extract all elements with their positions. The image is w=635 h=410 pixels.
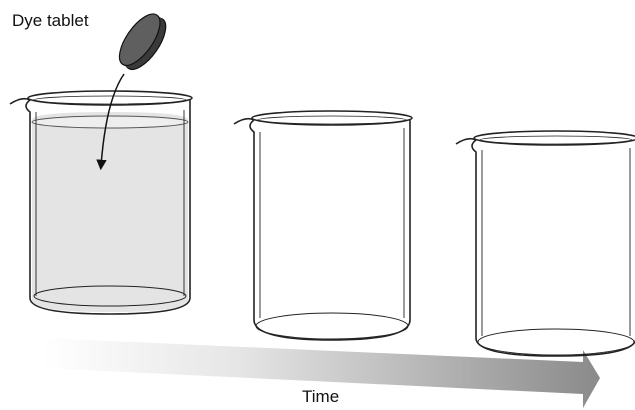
beaker-1-base bbox=[33, 285, 187, 307]
beaker-1-liquid bbox=[32, 112, 188, 312]
beaker-3-body bbox=[455, 137, 635, 357]
beaker-2 bbox=[233, 110, 413, 341]
beaker-3-base bbox=[477, 328, 635, 356]
drop-arrow-icon bbox=[96, 73, 125, 171]
beaker-1-body bbox=[9, 97, 191, 315]
time-arrow-icon bbox=[42, 338, 600, 408]
beaker-2-body bbox=[233, 117, 411, 341]
beaker-1 bbox=[9, 90, 193, 315]
time-label: Time bbox=[302, 387, 339, 406]
beaker-2-base bbox=[255, 312, 409, 340]
beaker-3-rim bbox=[473, 130, 635, 146]
dye-tablet-icon bbox=[118, 13, 167, 71]
beaker-1-liquid-surface bbox=[31, 115, 189, 129]
beaker-2-rim bbox=[251, 110, 413, 126]
dye-tablet-label: Dye tablet bbox=[12, 11, 89, 30]
beaker-3 bbox=[455, 130, 635, 357]
